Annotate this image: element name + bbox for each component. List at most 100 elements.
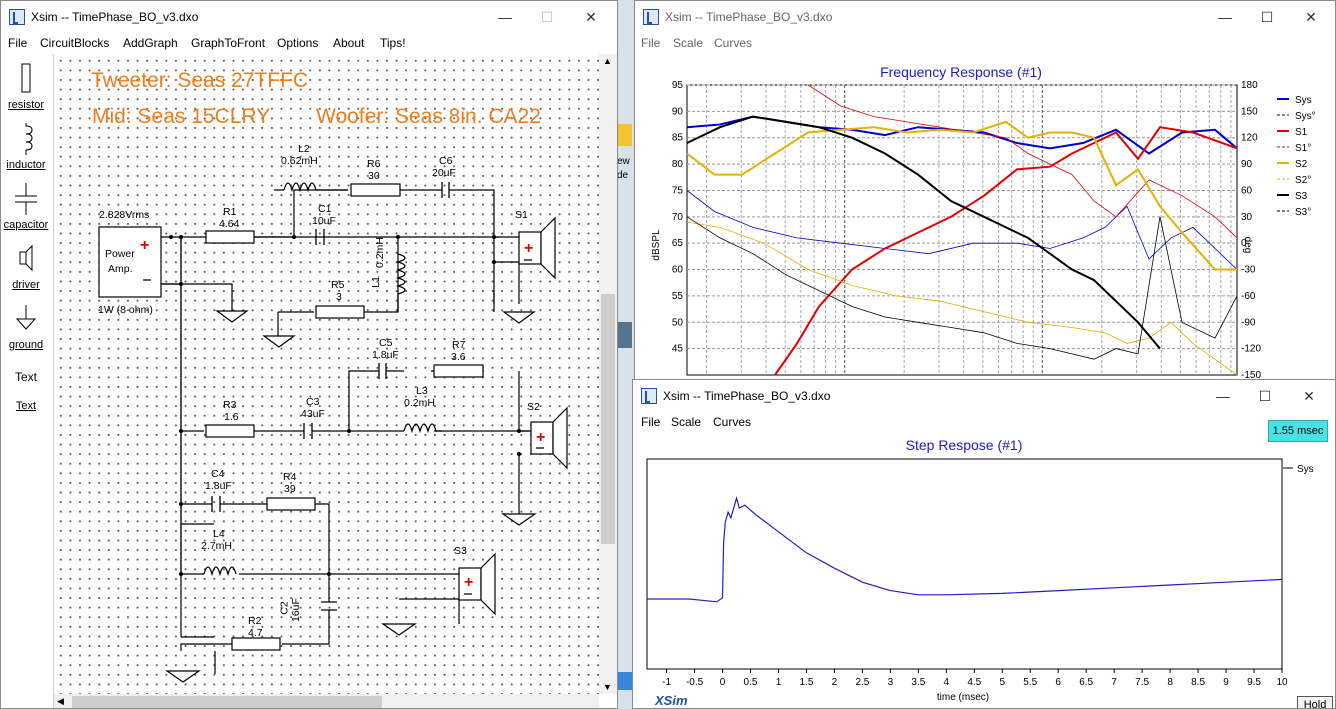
palette-driver[interactable]: driver <box>1 244 51 291</box>
palette-text-2[interactable]: Text <box>1 400 51 412</box>
frequency-chart[interactable]: Frequency Response (#1) dBSPL deg 959085… <box>635 55 1335 380</box>
menu-addgraph[interactable]: AddGraph <box>123 36 178 50</box>
maximize-button[interactable]: ☐ <box>1260 9 1274 25</box>
c1-value: 10uF <box>312 215 336 227</box>
y2-tick-label: 90 <box>1241 159 1253 170</box>
menu-curves[interactable]: Curves <box>713 415 752 429</box>
menu-curves[interactable]: Curves <box>714 36 753 50</box>
scroll-down-arrow[interactable]: ▼ <box>603 682 612 692</box>
capacitor-c5 <box>378 363 404 379</box>
c6-name: C6 <box>439 155 453 167</box>
palette-inductor[interactable]: inductor <box>1 122 51 171</box>
svg-text:+: + <box>464 574 473 591</box>
scroll-up-arrow[interactable]: ▲ <box>603 56 612 66</box>
palette-capacitor[interactable]: capacitor <box>1 182 51 231</box>
minimize-button[interactable]: — <box>1218 9 1232 25</box>
close-button[interactable]: ✕ <box>585 9 597 25</box>
legend-label: S2° <box>1295 175 1311 186</box>
palette-resistor[interactable]: resistor <box>1 62 51 111</box>
note-woofer[interactable]: Woofer: Seas 8in. CA22 <box>316 105 541 128</box>
r5-name: R5 <box>331 279 345 291</box>
menu-file[interactable]: File <box>641 36 661 50</box>
speaker-s1-label: S1 <box>515 209 528 221</box>
background-fragment <box>618 124 632 146</box>
resistor-r5 <box>315 305 365 319</box>
c5-name: C5 <box>379 337 393 349</box>
cursor-readout: 1.55 msec <box>1268 420 1328 442</box>
ground-symbol <box>215 310 249 323</box>
note-tweeter[interactable]: Tweeter: Seas 27TFFC <box>91 69 309 92</box>
y-tick-label: 75 <box>672 185 684 196</box>
x-tick-label: -0.5 <box>686 677 704 688</box>
y2-tick-label: -90 <box>1241 317 1256 328</box>
c4-value: 1.8uF <box>205 480 232 492</box>
schematic: + + + + <box>98 182 568 683</box>
close-button[interactable]: ✕ <box>1303 388 1315 404</box>
speaker-s2-label: S2 <box>527 401 540 413</box>
hold-button[interactable]: Hold <box>1297 696 1333 708</box>
palette-ground[interactable]: ground <box>1 304 51 351</box>
menu-circuitblocks[interactable]: CircuitBlocks <box>40 36 110 50</box>
ground-icon <box>15 305 37 330</box>
legend-label: S3 <box>1295 191 1308 202</box>
x-tick-label: 1 <box>776 677 782 688</box>
legend-label: S1 <box>1295 127 1308 138</box>
chart-title: Frequency Response (#1) <box>880 64 1042 80</box>
menu-tips[interactable]: Tips! <box>380 36 406 50</box>
r4-name: R4 <box>283 471 297 483</box>
app-icon <box>641 388 657 404</box>
legend-label: S3° <box>1295 207 1311 218</box>
maximize-button[interactable]: ☐ <box>1258 388 1272 404</box>
circuit-titlebar[interactable]: Xsim -- TimePhase_BO_v3.dxo — ☐ ✕ <box>1 1 617 33</box>
menu-scale[interactable]: Scale <box>673 36 704 50</box>
resistor-r1 <box>205 230 255 244</box>
menu-options[interactable]: Options <box>277 36 319 50</box>
y2-tick-label: -150 <box>1241 370 1261 380</box>
ground-symbol <box>502 311 536 324</box>
resistor-icon <box>21 63 31 93</box>
menu-file[interactable]: File <box>8 36 28 50</box>
c3-name: C3 <box>306 396 320 408</box>
c4-name: C4 <box>211 468 225 480</box>
c5-value: 1.8uF <box>372 349 399 361</box>
window-title: Xsim -- TimePhase_BO_v3.dxo <box>665 10 833 24</box>
close-button[interactable]: ✕ <box>1305 9 1317 25</box>
menu-scale[interactable]: Scale <box>671 415 702 429</box>
resistor-r3 <box>205 424 255 438</box>
circuit-window: Xsim -- TimePhase_BO_v3.dxo — ☐ ✕ File C… <box>0 0 618 709</box>
circuit-canvas[interactable]: Tweeter: Seas 27TFFC Mid: Seas 15CLRY Wo… <box>54 54 599 694</box>
menu-about[interactable]: About <box>333 36 365 50</box>
minimize-button[interactable]: — <box>498 9 512 25</box>
scroll-thumb[interactable] <box>601 294 615 544</box>
r7-value: 3.6 <box>451 351 466 363</box>
y-tick-label: 85 <box>672 133 684 144</box>
l1-value: 0.2mH <box>374 237 386 268</box>
l2-value: 0.62mH <box>281 155 318 167</box>
step-titlebar[interactable]: Xsim -- TimePhase_BO_v3.dxo — ☐ ✕ <box>633 380 1335 412</box>
resistor-r4 <box>266 497 316 511</box>
scroll-thumb-h[interactable] <box>72 696 382 708</box>
horizontal-scrollbar[interactable]: ◀ <box>54 694 599 708</box>
x-tick-label: -1 <box>662 677 671 688</box>
step-window: Xsim -- TimePhase_BO_v3.dxo — ☐ ✕ File S… <box>632 379 1336 709</box>
l3-name: L3 <box>416 385 428 397</box>
y2-tick-label: -60 <box>1241 291 1256 302</box>
x-tick-label: 3 <box>888 677 894 688</box>
y2-tick-label: 0 <box>1241 238 1247 249</box>
note-mid[interactable]: Mid: Seas 15CLRY <box>92 105 271 128</box>
l1-name: L1 <box>369 276 382 288</box>
r4-value: 39 <box>284 483 296 495</box>
x-tick-label: 9.5 <box>1247 677 1261 688</box>
vertical-scrollbar[interactable]: ▲ ▼ <box>599 54 617 694</box>
background-text: ew <box>617 156 630 167</box>
maximize-button[interactable]: ☐ <box>540 9 554 25</box>
resistor-r6 <box>350 183 401 197</box>
scroll-left-arrow[interactable]: ◀ <box>57 696 64 706</box>
frequency-titlebar[interactable]: Xsim -- TimePhase_BO_v3.dxo — ☐ ✕ <box>635 1 1335 33</box>
menu-graphtofront[interactable]: GraphToFront <box>191 36 266 50</box>
palette-text[interactable]: Text <box>1 370 51 384</box>
menu-file[interactable]: File <box>641 415 661 429</box>
minimize-button[interactable]: — <box>1216 388 1230 404</box>
r3-name: R3 <box>223 399 237 411</box>
